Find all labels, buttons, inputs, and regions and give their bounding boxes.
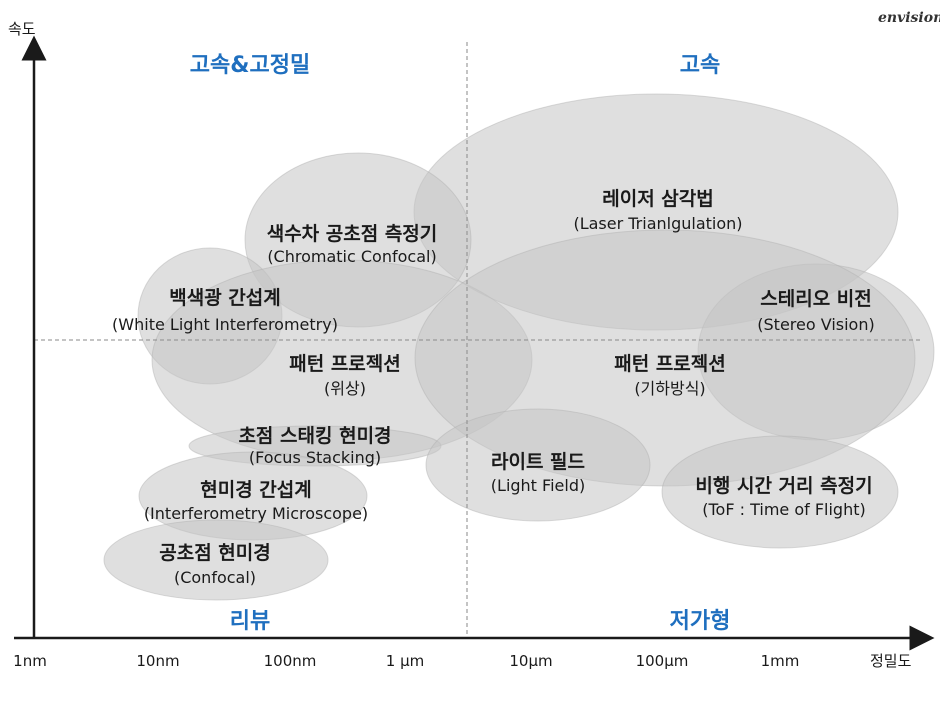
x-axis-label: 정밀도 (870, 652, 912, 670)
method-label-chromatic-confocal: 색수차 공초점 측정기 (Chromatic Confocal) (267, 223, 438, 266)
method-subtitle: (Chromatic Confocal) (267, 247, 436, 266)
method-title: 백색광 간섭계 (169, 287, 281, 309)
method-subtitle: (위상) (324, 379, 366, 398)
x-tick-labels: 1nm 10nm 100nm 1 μm 10μm 100μm 1mm (13, 652, 799, 670)
method-title: 공초점 현미경 (159, 542, 271, 564)
method-label-confocal: 공초점 현미경 (Confocal) (159, 542, 271, 587)
method-subtitle: (Interferometry Microscope) (144, 504, 368, 523)
region-light-field (425, 408, 651, 522)
method-title: 스테리오 비전 (760, 288, 872, 310)
method-label-light-field: 라이트 필드 (Light Field) (491, 451, 585, 495)
method-label-pattern-phase: 패턴 프로젝션 (위상) (289, 353, 401, 398)
method-label-focus-stacking: 초점 스태킹 현미경 (Focus Stacking) (238, 425, 391, 467)
method-subtitle: (Light Field) (491, 476, 585, 495)
method-subtitle: (Focus Stacking) (249, 448, 381, 467)
x-tick-label: 1mm (761, 652, 800, 670)
method-label-tof: 비행 시간 거리 측정기 (ToF : Time of Flight) (695, 475, 872, 519)
region-confocal (103, 519, 329, 601)
method-label-pattern-geometric: 패턴 프로젝션 (기하방식) (614, 353, 726, 398)
y-axis-label: 속도 (8, 20, 36, 38)
method-label-laser-triangulation: 레이저 삼각법 (Laser Trianlgulation) (573, 188, 742, 233)
method-label-interferometry-microscope: 현미경 간섭계 (Interferometry Microscope) (144, 479, 368, 523)
x-tick-label: 100μm (636, 652, 689, 670)
method-title: 패턴 프로젝션 (614, 353, 726, 375)
x-tick-label: 1nm (13, 652, 47, 670)
quadrant-label-top-left: 고속&고정밀 (190, 53, 310, 78)
method-regions (103, 93, 935, 601)
method-title: 비행 시간 거리 측정기 (695, 475, 872, 497)
quadrant-label-bottom-right: 저가형 (670, 609, 731, 634)
x-tick-label: 1 μm (386, 652, 424, 670)
x-tick-label: 10μm (509, 652, 552, 670)
method-title: 현미경 간섭계 (200, 479, 312, 501)
method-title: 패턴 프로젝션 (289, 353, 401, 375)
method-subtitle: (ToF : Time of Flight) (702, 500, 866, 519)
method-label-stereo-vision: 스테리오 비전 (Stereo Vision) (757, 288, 874, 334)
x-tick-label: 100nm (264, 652, 317, 670)
envision-logo: envision (878, 10, 940, 26)
method-subtitle: (Confocal) (174, 568, 256, 587)
method-subtitle: (Laser Trianlgulation) (573, 214, 742, 233)
method-subtitle: (Stereo Vision) (757, 315, 874, 334)
method-title: 레이저 삼각법 (602, 188, 714, 210)
method-title: 초점 스태킹 현미경 (238, 425, 391, 447)
method-title: 색수차 공초점 측정기 (267, 223, 438, 245)
quadrant-label-bottom-left: 리뷰 (230, 609, 270, 634)
method-subtitle: (기하방식) (634, 379, 705, 398)
method-label-white-light: 백색광 간섭계 (White Light Interferometry) (112, 287, 338, 334)
method-title: 라이트 필드 (491, 451, 585, 473)
method-subtitle: (White Light Interferometry) (112, 315, 338, 334)
quadrant-label-top-right: 고속 (680, 53, 720, 78)
region-tof (661, 435, 899, 549)
x-tick-label: 10nm (136, 652, 179, 670)
